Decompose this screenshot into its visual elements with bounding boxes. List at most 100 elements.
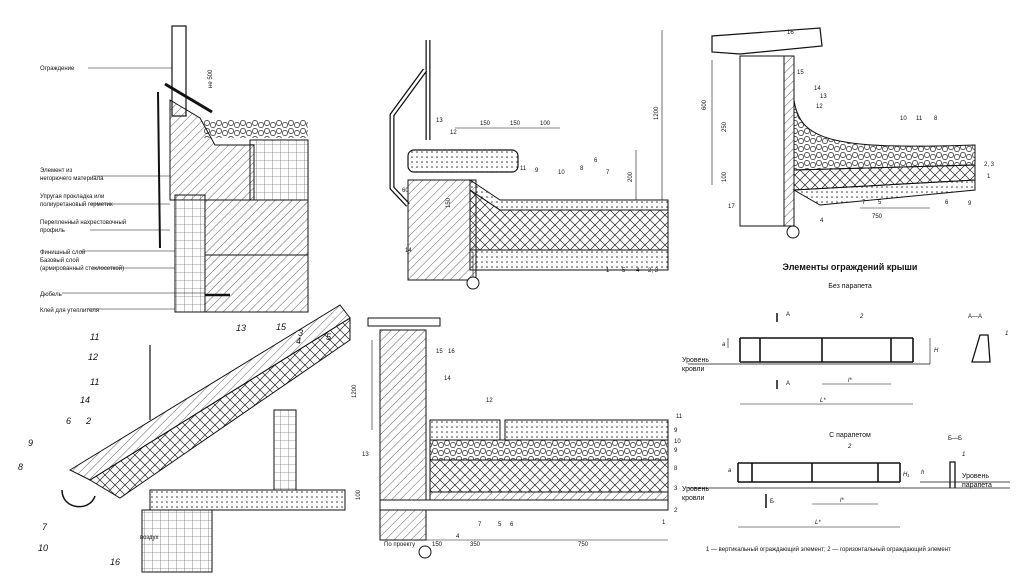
- p5-callout-10: 2: [674, 508, 678, 514]
- p5-callout-9: 3: [674, 486, 678, 492]
- p3-callout-14: 9: [968, 201, 972, 207]
- p4-callout-1: 13: [236, 323, 246, 333]
- label-1-bottom: 1: [962, 452, 965, 458]
- p2-callout-9: 1: [606, 268, 610, 274]
- dim-l-small-bottom: l*: [840, 498, 844, 504]
- p3-callout-1: 15: [797, 70, 804, 76]
- subtitle-with-parapet: С парапетом: [829, 432, 871, 439]
- dim-h1: H₁: [903, 472, 909, 478]
- p5-callout-13: 4: [456, 534, 460, 540]
- p3-callout-8: 2, 3: [984, 162, 995, 168]
- section-a: А—А: [968, 314, 982, 320]
- p3-callout-2: 14: [814, 86, 821, 92]
- p5-dim-4: 350: [470, 542, 481, 548]
- panel-roof-guard-elements: Элементы ограждений крыши Без парапета А…: [682, 262, 1010, 553]
- p2-callout-7: 7: [606, 170, 610, 176]
- p2-callout-3: 9: [535, 168, 539, 174]
- p4-callout-6: 12: [88, 352, 98, 362]
- p5-callout-5: 9: [674, 428, 678, 434]
- p5-callout-16: 6: [510, 522, 514, 528]
- p3-callout-0: 16: [787, 30, 794, 36]
- p3-callout-4: 12: [816, 104, 823, 110]
- p4-callout-13: 7: [42, 522, 48, 532]
- p2-callout-6: 6: [594, 158, 598, 164]
- dim-l-bottom: L*: [815, 520, 821, 526]
- p4-callout-11: 9: [28, 438, 33, 448]
- p2-callout-5: 8: [580, 166, 584, 172]
- p2-dim-6: 60: [402, 188, 409, 194]
- p2-callout-1: 12: [450, 130, 457, 136]
- p2-dim-1: 150: [510, 121, 521, 127]
- p4-callout-4: 4: [296, 336, 301, 346]
- p5-dim-0: 1200: [352, 384, 358, 398]
- caption: 1 — вертикальный ограждающий элемент; 2 …: [706, 546, 951, 553]
- p2-dim-0: 150: [480, 121, 491, 127]
- p3-callout-11: 7: [862, 200, 866, 206]
- p3-dim-1: 250: [722, 121, 728, 132]
- subtitle-no-parapet: Без парапета: [828, 283, 872, 290]
- p4-callout-7: 11: [90, 377, 99, 387]
- p4-callout-9: 6: [66, 416, 71, 426]
- p5-dim-2: По проекту: [384, 542, 415, 548]
- diagram-title: Элементы ограждений крыши: [783, 262, 918, 272]
- p2-callout-4: 10: [558, 170, 565, 176]
- p4-callout-2: 15: [276, 322, 287, 332]
- label-base: Базовый слой(армированный стеклосеткой): [40, 257, 124, 272]
- p5-callout-0: 15: [436, 349, 443, 355]
- dim-l-top: L*: [820, 398, 826, 404]
- label-2-bottom: 2: [847, 444, 852, 450]
- p5-callout-2: 14: [444, 376, 451, 382]
- p3-dim-0: 600: [702, 99, 708, 110]
- p4-callout-10: 2: [85, 416, 91, 426]
- p2-callout-8: 14: [405, 248, 412, 254]
- p3-dim-3: 750: [872, 214, 883, 220]
- p2-callout-11: 4: [636, 268, 640, 274]
- p2-callout-2: 11: [520, 166, 527, 172]
- p3-callout-6: 11: [916, 116, 923, 122]
- mark-a-bottom: А: [786, 381, 790, 387]
- label-finish: Финишный слой: [40, 249, 85, 256]
- p5-callout-12: 13: [362, 452, 369, 458]
- section-b: Б—Б: [948, 436, 962, 442]
- p3-dim-2: 100: [722, 171, 728, 182]
- mark-b: Б: [770, 499, 774, 505]
- p2-callout-10: 5: [622, 268, 626, 274]
- p4-callout-0: 11: [90, 332, 99, 342]
- dim-h-small: h: [921, 470, 925, 476]
- p3-callout-12: 5: [878, 200, 882, 206]
- p5-callout-7: 9: [674, 448, 678, 454]
- p2-dim-2: 100: [540, 121, 551, 127]
- p2-callout-12: 2, 3: [648, 268, 659, 274]
- label-air: воздух: [140, 535, 159, 541]
- mark-a-top: А: [786, 312, 790, 318]
- p3-callout-5: 10: [900, 116, 907, 122]
- p5-callout-6: 10: [674, 439, 681, 445]
- p5-callout-14: 7: [478, 522, 482, 528]
- p3-callout-13: 6: [945, 200, 949, 206]
- dim-h-top: H: [934, 348, 939, 354]
- label-1-top: 1: [1005, 331, 1008, 337]
- p4-callout-12: 8: [18, 462, 23, 472]
- p2-dim-4: 200: [628, 171, 634, 182]
- p3-callout-15: 4: [820, 218, 824, 224]
- p5-dim-5: 750: [578, 542, 589, 548]
- p5-dim-1: 100: [356, 489, 362, 500]
- p5-callout-1: 16: [448, 349, 455, 355]
- p4-callout-8: 14: [80, 395, 90, 405]
- p4-callout-3: 3: [298, 328, 303, 338]
- p3-callout-9: 1: [987, 174, 991, 180]
- p5-callout-8: 8: [674, 466, 678, 472]
- p2-dim-5: 150: [446, 197, 452, 208]
- label-2-top: 2: [859, 314, 864, 320]
- p4-callout-15: 16: [110, 557, 120, 567]
